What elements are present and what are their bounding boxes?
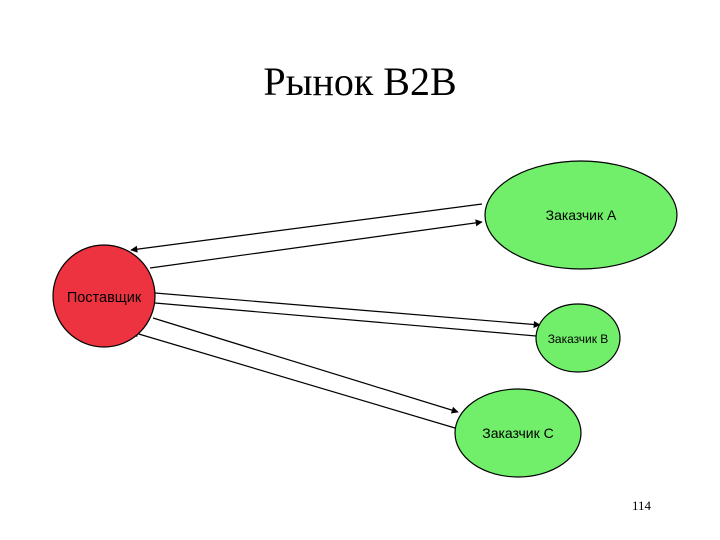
node-customer-b: Заказчик В xyxy=(535,303,621,373)
supplier-circle xyxy=(52,244,156,348)
node-customer-c: Заказчик С xyxy=(454,388,582,478)
slide-title: Рынок В2В xyxy=(263,59,457,104)
arrow-customer-c-to-supplier xyxy=(131,330,456,429)
node-customer-a: Заказчик А xyxy=(484,160,678,270)
customer-c-label: Заказчик С xyxy=(482,425,554,441)
arrow-supplier-to-customer-b-lower xyxy=(154,302,537,337)
page-number: 114 xyxy=(632,498,652,513)
customer-b-label: Заказчик В xyxy=(548,332,609,346)
customer-b-ellipse xyxy=(535,303,621,373)
arrow-supplier-to-customer-c xyxy=(152,317,459,414)
arrow-supplier-to-customer-a xyxy=(149,219,483,269)
node-supplier: Поставщик xyxy=(52,244,156,348)
customer-a-ellipse xyxy=(484,160,678,270)
supplier-label: Поставщик xyxy=(67,290,142,306)
arrow-supplier-to-customer-b-upper xyxy=(154,292,541,328)
customer-c-ellipse xyxy=(454,388,582,478)
customer-a-label: Заказчик А xyxy=(546,207,617,223)
arrow-customer-a-to-supplier xyxy=(130,203,483,253)
